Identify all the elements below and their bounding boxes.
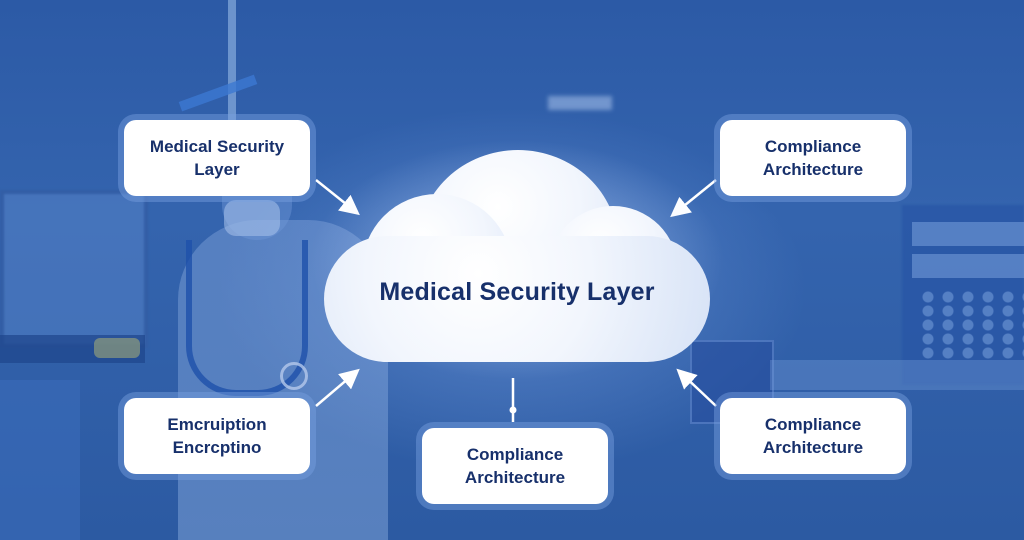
stethoscope-icon <box>186 240 308 396</box>
iv-pole <box>228 0 236 150</box>
node-encryption[interactable]: Emcruiption Encrcptino <box>124 398 310 474</box>
arrow-bottom-right <box>676 368 717 407</box>
right-panel-display-1 <box>912 222 1024 246</box>
right-panel-display-2 <box>912 254 1024 278</box>
center-label: Medical Security Layer <box>379 278 655 306</box>
node-label: Compliance Architecture <box>464 445 566 487</box>
counter <box>770 360 1024 390</box>
arrow-bottom-left <box>315 368 360 407</box>
node-compliance-architecture-top[interactable]: Compliance Architecture <box>720 120 906 196</box>
node-label: Compliance Architecture <box>762 415 864 457</box>
central-cloud: Medical Security Layer <box>292 130 742 390</box>
node-label: Compliance Architecture <box>762 137 864 179</box>
node-compliance-architecture-right[interactable]: Compliance Architecture <box>720 398 906 474</box>
left-wall-monitor <box>0 190 148 348</box>
ceiling-light <box>548 96 612 110</box>
left-cabinet <box>0 380 80 540</box>
node-label: Medical Security Layer <box>149 137 285 179</box>
cloud-base <box>324 236 710 362</box>
stethoscope-bell <box>280 362 308 390</box>
surgical-mask <box>224 200 280 236</box>
node-medical-security-layer[interactable]: Medical Security Layer <box>124 120 310 196</box>
left-equipment-panel <box>94 338 140 358</box>
right-panel-buttons <box>918 290 1024 360</box>
node-label: Emcruiption Encrcptino <box>167 415 267 457</box>
node-compliance-architecture-bottom[interactable]: Compliance Architecture <box>422 428 608 504</box>
